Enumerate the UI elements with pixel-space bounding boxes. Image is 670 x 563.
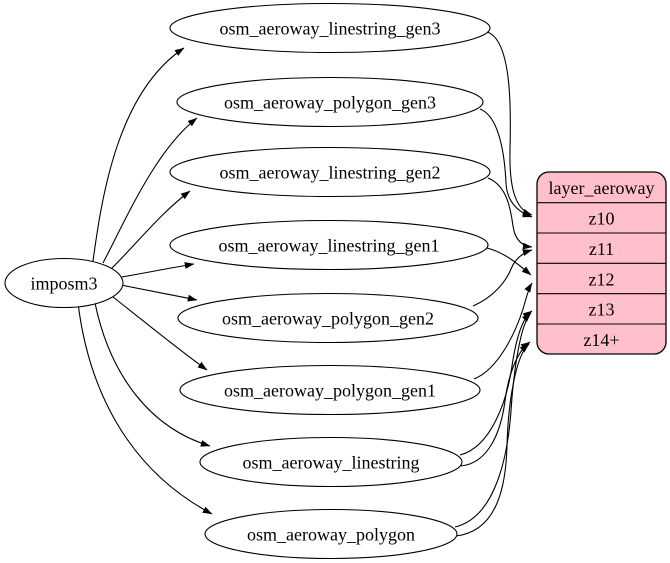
layer-row-z10: z10 — [589, 209, 615, 229]
edge-osm_aeroway_linestring_gen3-to-z10 — [486, 31, 533, 216]
node-osm_aeroway_polygon: osm_aeroway_polygon — [204, 508, 458, 560]
edges-from-imposm3 — [77, 47, 213, 515]
table-label: osm_aeroway_linestring — [243, 453, 420, 473]
edges-to-layer — [454, 31, 533, 537]
table-ellipse — [179, 364, 481, 416]
layer-title: layer_aeroway — [549, 178, 655, 198]
table-ellipse — [169, 219, 489, 271]
edge-imposm3-to-osm_aeroway_linestring_gen3 — [92, 47, 185, 262]
node-osm_aeroway_linestring_gen3: osm_aeroway_linestring_gen3 — [169, 2, 491, 54]
table-label: osm_aeroway_linestring_gen3 — [220, 19, 441, 39]
edge-imposm3-to-osm_aeroway_polygon_gen3 — [102, 117, 198, 264]
edge-osm_aeroway_linestring-to-z14 — [460, 341, 531, 467]
table-ellipse — [169, 2, 491, 54]
layer-row-z12: z12 — [589, 270, 615, 290]
node-osm_aeroway_linestring_gen2: osm_aeroway_linestring_gen2 — [169, 146, 491, 198]
layer-row-z14: z14+ — [583, 330, 619, 350]
edge-imposm3-to-osm_aeroway_polygon_gen2 — [120, 284, 198, 302]
edge-osm_aeroway_polygon-to-z13 — [454, 312, 532, 528]
edge-osm_aeroway_polygon_gen1-to-z12 — [473, 282, 533, 380]
table-label: osm_aeroway_polygon_gen3 — [224, 93, 436, 113]
edge-imposm3-to-osm_aeroway_linestring_gen2 — [111, 190, 191, 269]
table-label: osm_aeroway_polygon_gen1 — [224, 381, 436, 401]
node-osm_aeroway_polygon_gen2: osm_aeroway_polygon_gen2 — [177, 292, 479, 344]
table-ellipse — [204, 508, 458, 560]
node-osm_aeroway_linestring: osm_aeroway_linestring — [199, 436, 463, 488]
edge-imposm3-to-osm_aeroway_polygon — [77, 302, 213, 515]
edge-osm_aeroway_linestring_gen1-to-z12 — [486, 247, 532, 276]
table-ellipse — [176, 76, 484, 128]
table-label: osm_aeroway_polygon_gen2 — [222, 309, 434, 329]
edge-imposm3-to-osm_aeroway_polygon_gen1 — [112, 296, 208, 371]
imposm3-label: imposm3 — [30, 274, 97, 294]
imposm3-ellipse — [4, 257, 124, 309]
edge-osm_aeroway_linestring_gen2-to-z11 — [487, 177, 533, 250]
node-osm_aeroway_linestring_gen1: osm_aeroway_linestring_gen1 — [169, 219, 489, 271]
edge-imposm3-to-osm_aeroway_linestring_gen1 — [121, 262, 195, 278]
table-ellipse — [177, 292, 479, 344]
node-layer_aeroway: layer_aeroway z10 z11 z12 z13 z14+ — [536, 171, 667, 355]
node-osm_aeroway_polygon_gen3: osm_aeroway_polygon_gen3 — [176, 76, 484, 128]
node-osm_aeroway_polygon_gen1: osm_aeroway_polygon_gen1 — [179, 364, 481, 416]
edge-osm_aeroway_polygon_gen2-to-z11 — [472, 249, 533, 307]
layer-row-z11: z11 — [589, 239, 614, 259]
table-label: osm_aeroway_linestring_gen2 — [220, 163, 441, 183]
table-label: osm_aeroway_linestring_gen1 — [219, 236, 440, 256]
table-label: osm_aeroway_polygon — [247, 525, 415, 545]
layer-row-z13: z13 — [589, 300, 615, 320]
node-imposm3: imposm3 — [4, 257, 124, 309]
table-ellipse — [169, 146, 491, 198]
table-ellipse — [199, 436, 463, 488]
edge-imposm3-to-osm_aeroway_linestring — [94, 302, 211, 447]
edge-osm_aeroway_polygon_gen3-to-z10 — [479, 108, 533, 218]
edge-osm_aeroway_polygon-to-z14 — [455, 343, 530, 537]
